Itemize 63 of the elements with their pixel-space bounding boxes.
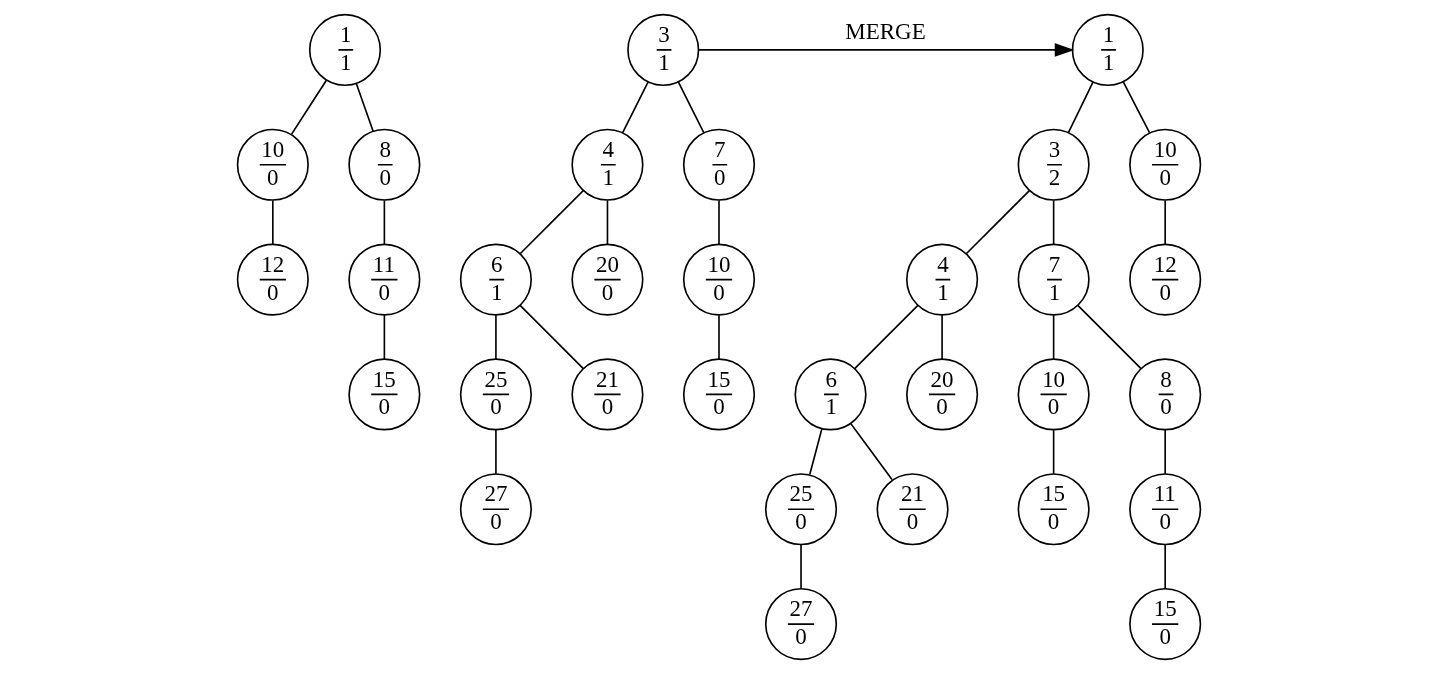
connector (519, 189, 585, 255)
node-circle: 6 1 (459, 243, 532, 316)
connector (853, 304, 919, 370)
connector (383, 314, 386, 360)
connector (495, 429, 497, 475)
node-circle: 27 0 (459, 473, 532, 546)
node-circle: 1 1 (308, 13, 382, 87)
edge-label: MERGE (845, 18, 926, 44)
node-circle: 10 0 (1129, 128, 1202, 201)
connector (1164, 199, 1166, 245)
node-circle: 27 0 (764, 587, 838, 661)
connector (1052, 314, 1055, 360)
node-circle: 4 1 (571, 128, 644, 201)
node-circle: 15 0 (348, 358, 421, 431)
connector (519, 304, 585, 370)
node-circle: 10 0 (236, 128, 309, 201)
connector (1122, 81, 1151, 134)
connector (272, 199, 274, 245)
connector (621, 81, 649, 134)
node-circle: 7 1 (1017, 243, 1090, 316)
connector (383, 199, 386, 245)
node-circle: 1 1 (1071, 13, 1144, 87)
connector (1067, 81, 1094, 134)
connector (1164, 544, 1166, 590)
node-circle: 3 1 (627, 13, 700, 87)
node-circle: 4 1 (906, 243, 979, 316)
connector (290, 79, 328, 135)
node-circle: 3 2 (1017, 128, 1090, 201)
connector (718, 314, 720, 360)
connector (800, 544, 802, 590)
connector (495, 314, 497, 360)
node-circle: 20 0 (571, 243, 644, 316)
node-circle: 12 0 (236, 243, 309, 316)
connector (1164, 429, 1166, 475)
node-circle: 8 0 (1129, 358, 1202, 431)
node-circle: 12 0 (1129, 243, 1202, 316)
node-circle: 25 0 (459, 358, 532, 431)
connector (355, 83, 374, 133)
connector (965, 189, 1031, 255)
node-circle: 10 0 (682, 243, 756, 316)
node-circle: 21 0 (571, 358, 644, 431)
node-circle: 25 0 (764, 473, 838, 546)
node-circle: 11 0 (1129, 473, 1202, 546)
node-circle: 15 0 (1129, 587, 1202, 661)
node-circle: 15 0 (1017, 473, 1090, 546)
connector (808, 428, 823, 476)
node-circle: 8 0 (348, 128, 421, 201)
connector (1052, 199, 1055, 245)
connector (677, 81, 705, 134)
node-circle: 11 0 (348, 243, 421, 316)
node-circle: 7 0 (682, 128, 756, 201)
node-circle: 15 0 (682, 358, 756, 431)
node-circle: 20 0 (906, 358, 979, 431)
node-circle: 6 1 (794, 358, 867, 431)
connector (606, 199, 609, 245)
connector (1052, 429, 1055, 475)
connector (850, 422, 893, 481)
arrow (698, 43, 1075, 57)
node-circle: 10 0 (1017, 358, 1090, 431)
connector (718, 199, 720, 245)
connector (941, 314, 943, 360)
connector (1077, 304, 1142, 370)
node-circle: 21 0 (876, 473, 949, 546)
